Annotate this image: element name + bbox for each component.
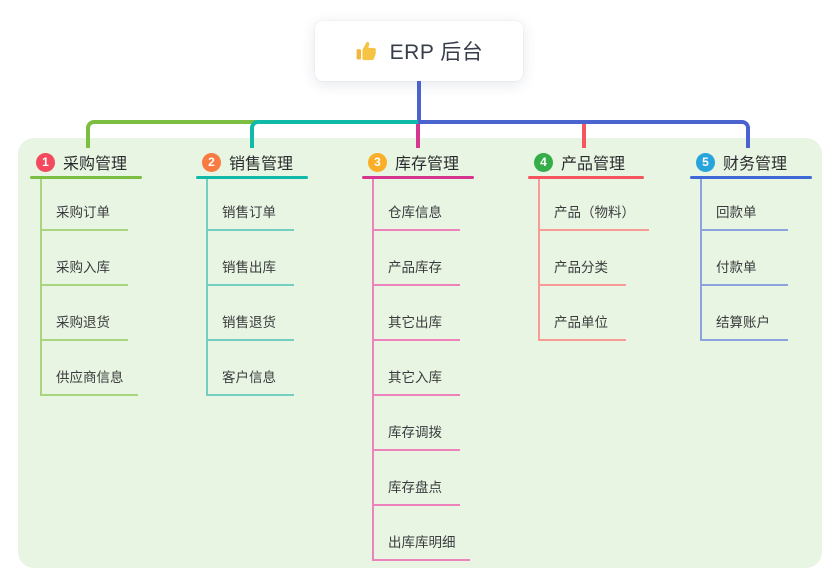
node-item[interactable]: 采购退货 [40, 312, 128, 341]
node-item[interactable]: 仓库信息 [372, 202, 460, 231]
node-item[interactable]: 其它入库 [372, 367, 460, 396]
branch-label: 财务管理 [723, 156, 788, 173]
node-item[interactable]: 付款单 [700, 257, 788, 286]
thumbs-up-icon [355, 39, 379, 63]
branch-header-5[interactable]: 5 财务管理 [696, 148, 787, 176]
branch-4-drop-line [582, 124, 586, 148]
branch-label: 采购管理 [63, 156, 128, 173]
node-item[interactable]: 产品（物料） [538, 202, 649, 231]
branch-number-badge: 3 [368, 152, 387, 172]
node-item[interactable]: 出库库明细 [372, 532, 470, 561]
branch-header-4[interactable]: 4 产品管理 [534, 148, 625, 176]
root-node[interactable]: ERP 后台 [315, 21, 523, 81]
branch-header-2[interactable]: 2 销售管理 [202, 148, 293, 176]
branches-panel [18, 138, 822, 568]
node-item[interactable]: 采购入库 [40, 257, 128, 286]
branch-underline [30, 176, 142, 179]
branch-underline [196, 176, 308, 179]
branch-number-badge: 5 [696, 152, 715, 172]
branch-trunk-line [372, 179, 374, 561]
node-item[interactable]: 产品分类 [538, 257, 626, 286]
node-item[interactable]: 产品单位 [538, 312, 626, 341]
branch-underline [690, 176, 812, 179]
branch-trunk-line [206, 179, 208, 396]
branch-2-connector [250, 120, 418, 148]
branch-header-1[interactable]: 1 采购管理 [36, 148, 127, 176]
node-item[interactable]: 采购订单 [40, 202, 128, 231]
root-stem-line [417, 81, 421, 124]
branch-3-drop-line [416, 124, 420, 148]
branch-label: 库存管理 [395, 156, 460, 173]
node-item[interactable]: 结算账户 [700, 312, 788, 341]
branch-trunk-line [700, 179, 702, 341]
node-item[interactable]: 供应商信息 [40, 367, 138, 396]
root-title: ERP 后台 [389, 41, 484, 64]
branch-label: 销售管理 [229, 156, 294, 173]
branch-underline [528, 176, 644, 179]
node-item[interactable]: 回款单 [700, 202, 788, 231]
node-item[interactable]: 销售出库 [206, 257, 294, 286]
node-item[interactable]: 库存调拨 [372, 422, 460, 451]
branch-underline [362, 176, 474, 179]
branch-number-badge: 1 [36, 152, 55, 172]
branch-header-3[interactable]: 3 库存管理 [368, 148, 459, 176]
branch-5-connector [418, 120, 750, 148]
node-item[interactable]: 其它出库 [372, 312, 460, 341]
node-item[interactable]: 销售退货 [206, 312, 294, 341]
branch-number-badge: 2 [202, 152, 221, 172]
branch-trunk-line [40, 179, 42, 396]
branch-label: 产品管理 [561, 156, 626, 173]
node-item[interactable]: 库存盘点 [372, 477, 460, 506]
branch-number-badge: 4 [534, 152, 553, 172]
node-item[interactable]: 产品库存 [372, 257, 460, 286]
node-item[interactable]: 客户信息 [206, 367, 294, 396]
branch-trunk-line [538, 179, 540, 341]
node-item[interactable]: 销售订单 [206, 202, 294, 231]
